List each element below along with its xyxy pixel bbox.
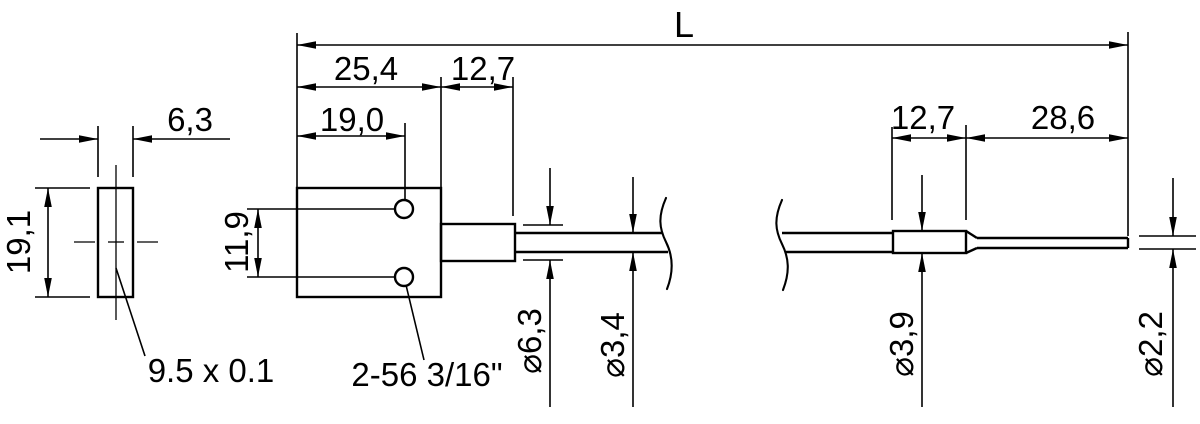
dim-label-housing-length: 25,4 — [334, 50, 398, 87]
sensor-housing-front-view — [295, 186, 517, 299]
dim-label-tip-length: 28,6 — [1031, 99, 1095, 136]
note-label-plate: 9.5 x 0.1 — [148, 352, 275, 389]
taper-top — [965, 229, 978, 240]
sleeve-outline — [891, 229, 968, 255]
mounting-hole-bottom — [393, 266, 415, 288]
break-line-left — [659, 196, 673, 291]
mounting-plate-side-view — [74, 165, 158, 320]
dim-label-tip-diameter: ⌀2,2 — [1132, 311, 1169, 377]
neck-outline — [439, 222, 517, 263]
dim-label-sleeve-diameter: ⌀3,9 — [883, 311, 920, 377]
dim-label-sleeve-length: 12,7 — [891, 99, 955, 136]
leader-thread-note — [405, 284, 425, 361]
dim-label-neck-diameter: ⌀6,3 — [511, 308, 548, 374]
extension-lines — [35, 32, 1196, 298]
dim-label-neck-length: 12,7 — [451, 50, 515, 87]
dimension-labels: L 25,4 12,7 19,0 6,3 12,7 28,6 19,1 11,9… — [0, 4, 1169, 393]
cable — [515, 196, 893, 292]
dim-label-hole-spacing: 11,9 — [218, 211, 255, 273]
dim-label-plate-thickness: 6,3 — [167, 101, 213, 138]
dimension-lines — [40, 41, 1177, 407]
dim-label-overall-length: L — [674, 4, 694, 45]
leader-plate-note — [115, 267, 146, 357]
note-label-thread: 2-56 3/16" — [351, 356, 502, 393]
dim-label-plate-height: 19,1 — [0, 210, 37, 274]
dim-label-cable-diameter: ⌀3,4 — [594, 312, 631, 378]
housing-outline — [295, 186, 443, 299]
break-line-right — [775, 198, 789, 292]
mounting-hole-top — [393, 198, 415, 220]
sleeve-and-tip — [891, 229, 1130, 255]
leader-lines — [115, 267, 425, 361]
dim-label-hole-offset: 19,0 — [320, 101, 384, 138]
taper-bottom — [965, 246, 978, 255]
